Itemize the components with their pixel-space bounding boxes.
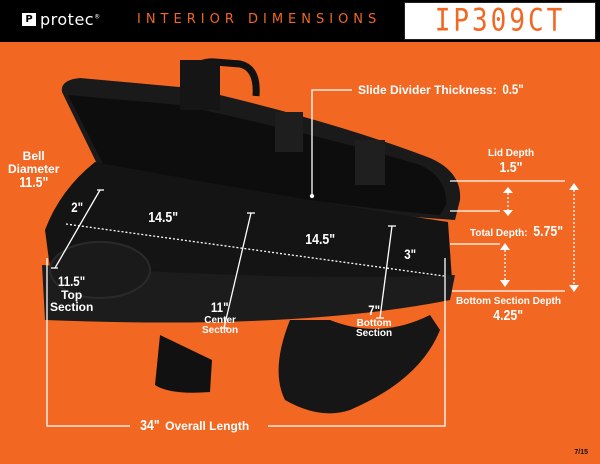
- brand-logo: P protec®: [22, 10, 101, 29]
- overall-length-value: 34": [140, 417, 160, 434]
- bottom-section-label: 7" Bottom Section: [356, 302, 393, 339]
- total-depth-label: Total Depth: 5.75": [470, 223, 564, 240]
- model-badge: IP309CT: [404, 2, 596, 40]
- slide-divider-label: Slide Divider Thickness: 0.5": [358, 81, 524, 97]
- bell-diameter-value: 11.5": [19, 174, 49, 192]
- total-depth-value: 5.75": [533, 223, 564, 240]
- lid-depth-value: 1.5": [499, 158, 523, 176]
- center-length-value: 14.5": [305, 231, 336, 248]
- protec-logo-icon: P: [22, 13, 36, 26]
- overall-length-label: 34" Overall Length: [140, 417, 250, 434]
- lid-depth-label: Lid Depth 1.5": [488, 148, 535, 176]
- case-image: [42, 58, 461, 414]
- page-number: 7/15: [574, 449, 588, 456]
- model-number: IP309CT: [434, 3, 566, 39]
- top-length-value: 14.5": [148, 209, 179, 226]
- page-title: INTERIOR DIMENSIONS: [137, 12, 382, 27]
- bell-depth-value: 2": [71, 199, 84, 215]
- center-section-label: 11" Center Section: [202, 299, 239, 336]
- top-section-label: 11.5" Top Section: [50, 273, 94, 315]
- bottom-width-value: 3": [404, 246, 417, 262]
- dimension-lines: [46, 89, 575, 427]
- bottom-section-depth-value: 4.25": [493, 306, 524, 324]
- bell-diameter-label: Bell Diameter 11.5": [8, 149, 60, 192]
- brand-name: protec®: [40, 10, 101, 29]
- bottom-section-depth-label: Bottom Section Depth 4.25": [456, 296, 561, 324]
- header-bar: P protec® INTERIOR DIMENSIONS IP309CT: [0, 0, 600, 42]
- slide-divider-value: 0.5": [502, 81, 524, 97]
- arrow-heads: [500, 183, 579, 292]
